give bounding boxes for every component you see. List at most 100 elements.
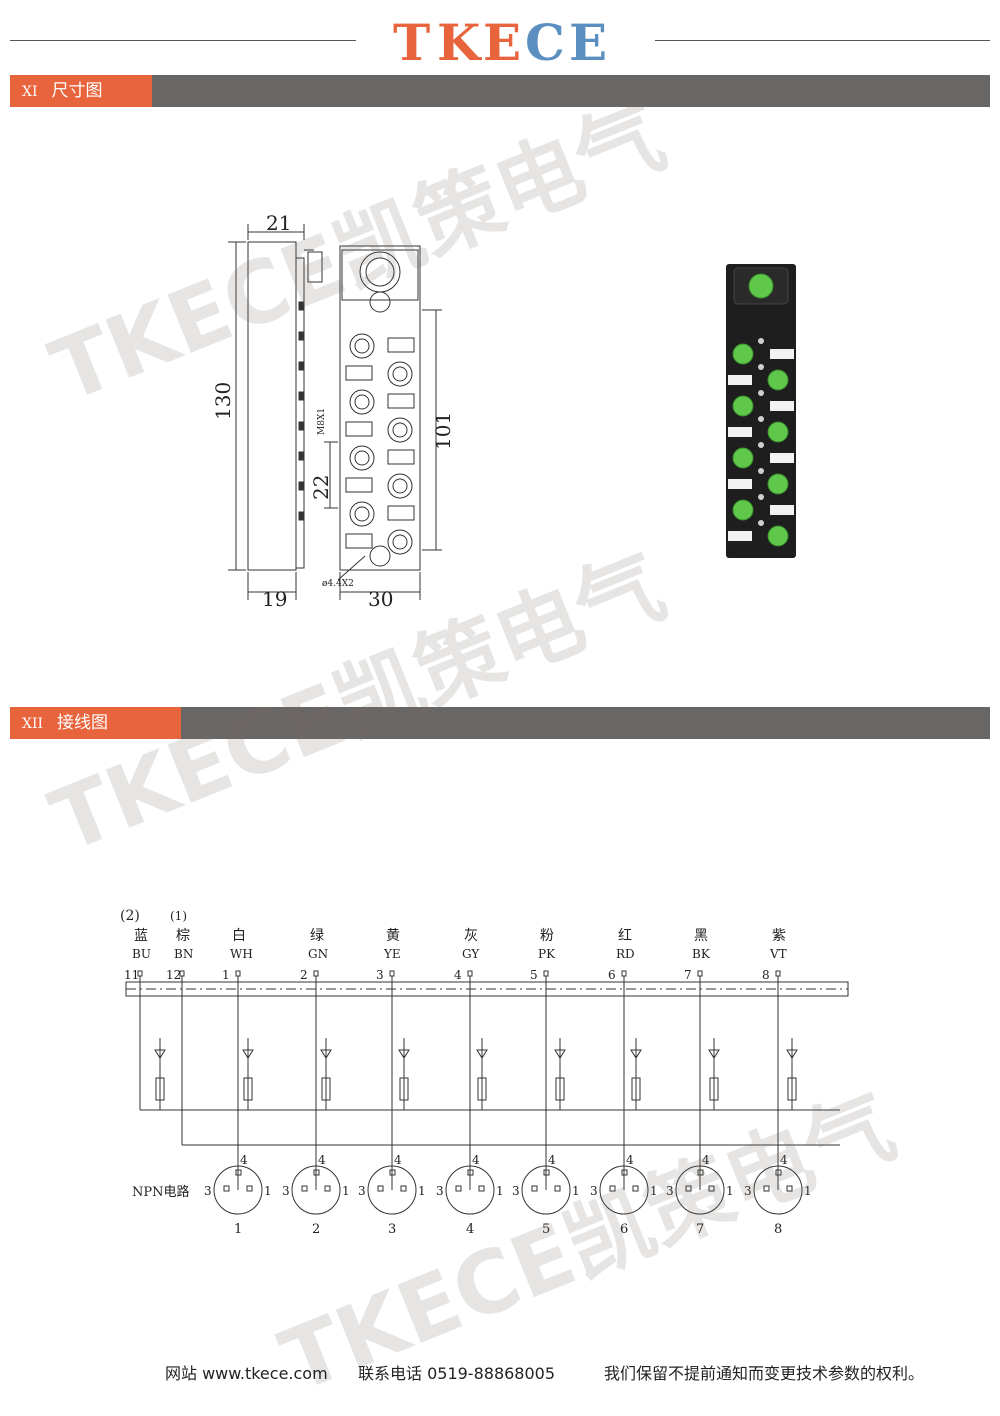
port-inner — [354, 450, 370, 466]
connector-7 — [675, 1165, 725, 1215]
connector-pin — [377, 1185, 384, 1192]
pin-label-top: 4 — [626, 1153, 634, 1167]
footer-website: 网站 www.tkece.com — [165, 1364, 328, 1383]
logo-letter-3: E — [483, 14, 521, 70]
connector-4 — [445, 1165, 495, 1215]
photo-port-5 — [732, 447, 754, 469]
footer-phone: 联系电话 0519-88868005 — [358, 1364, 556, 1383]
wire-color-cn: 黄 — [386, 927, 400, 944]
pin-label-left: 3 — [436, 1184, 444, 1198]
pin-label-left: 3 — [590, 1184, 598, 1198]
section-number: XI — [22, 84, 38, 100]
led-indicator — [758, 442, 764, 448]
port-inner — [392, 478, 408, 494]
pin-label-right: 1 — [264, 1184, 272, 1198]
pin-label-right: 1 — [650, 1184, 658, 1198]
connector-pin — [235, 1169, 242, 1176]
connector-pin — [478, 1185, 485, 1192]
pin-terminal — [313, 970, 319, 977]
wire-color-cn: 黑 — [694, 928, 708, 944]
footer-notice: 我们保留不提前通知而变更技术参数的权利。 — [604, 1364, 925, 1383]
port-outline — [349, 389, 375, 415]
logo-letter-5: E — [569, 14, 607, 70]
dim-width-bottom-left: 19 — [262, 587, 287, 610]
wire-pin: 12 — [166, 968, 181, 982]
connector-pin — [621, 1169, 628, 1176]
resistor-symbol — [631, 1077, 641, 1101]
connector-pin — [554, 1185, 561, 1192]
wire-pin: 5 — [530, 968, 538, 982]
dim-port-spacing: 22 — [309, 475, 333, 500]
pin-label-left: 3 — [512, 1184, 520, 1198]
led-symbol — [398, 1049, 410, 1059]
connector-pin — [223, 1185, 230, 1192]
photo-port-3 — [732, 395, 754, 417]
port-label-slot — [387, 337, 415, 353]
wire-color-code: GN — [308, 947, 328, 961]
wire-color-cn: 红 — [618, 928, 632, 944]
side-notch — [298, 481, 304, 491]
wire-color-code: BU — [132, 947, 151, 961]
logo-letter-1: T — [393, 14, 430, 70]
photo-label-slot — [728, 479, 752, 489]
resistor-symbol — [555, 1077, 565, 1101]
wire-color-cn: 棕 — [176, 928, 190, 944]
port-number: 3 — [388, 1222, 396, 1237]
photo-label-slot — [770, 453, 794, 463]
pin-terminal — [389, 970, 395, 977]
connector-pin — [400, 1185, 407, 1192]
product-photo — [726, 264, 796, 558]
pin-label-left: 3 — [204, 1184, 212, 1198]
pin-label-left: 3 — [666, 1184, 674, 1198]
led-symbol — [554, 1049, 566, 1059]
pin-terminal — [467, 970, 473, 977]
wire-pin: 2 — [300, 968, 308, 982]
side-notch — [298, 301, 304, 311]
port-label-slot — [345, 533, 373, 549]
hole-label: ø4.4X2 — [322, 579, 354, 589]
port-number: 7 — [696, 1222, 704, 1237]
wire-color-cn: 粉 — [540, 928, 554, 944]
photo-port-4 — [767, 421, 789, 443]
connector-pin — [301, 1185, 308, 1192]
port-inner — [392, 422, 408, 438]
wire-color-code: VT — [769, 947, 787, 961]
group-label-1: (1) — [170, 909, 187, 923]
pin-label-top: 4 — [780, 1153, 788, 1167]
connector-pin — [708, 1185, 715, 1192]
connector-pin — [246, 1185, 253, 1192]
wire-pin: 7 — [684, 968, 692, 982]
connector-pin — [467, 1169, 474, 1176]
led-symbol — [786, 1049, 798, 1059]
pin-label-top: 4 — [318, 1153, 326, 1167]
resistor-symbol — [477, 1077, 487, 1101]
brand-logo: T K E C E — [393, 13, 613, 72]
photo-label-slot — [728, 531, 752, 541]
connector-5 — [521, 1165, 571, 1215]
resistor-symbol — [787, 1077, 797, 1101]
wire-pin: 3 — [376, 968, 384, 982]
port-outline — [387, 361, 413, 387]
photo-label-slot — [770, 401, 794, 411]
led-indicator — [758, 416, 764, 422]
port-outline — [387, 473, 413, 499]
connector-pin — [609, 1185, 616, 1192]
led-symbol — [320, 1049, 332, 1059]
connector-1 — [213, 1165, 263, 1215]
section-number: XII — [22, 716, 44, 732]
led-indicator — [758, 390, 764, 396]
port-inner — [354, 394, 370, 410]
wire-color-cn: 紫 — [772, 928, 786, 944]
pin-label-left: 3 — [358, 1184, 366, 1198]
photo-label-slot — [728, 375, 752, 385]
pin-label-right: 1 — [496, 1184, 504, 1198]
wire-color-code: GY — [462, 947, 480, 961]
connector-pin — [632, 1185, 639, 1192]
side-notch — [298, 421, 304, 431]
pin-label-right: 1 — [342, 1184, 350, 1198]
connector-pin — [531, 1185, 538, 1192]
led-indicator — [758, 338, 764, 344]
